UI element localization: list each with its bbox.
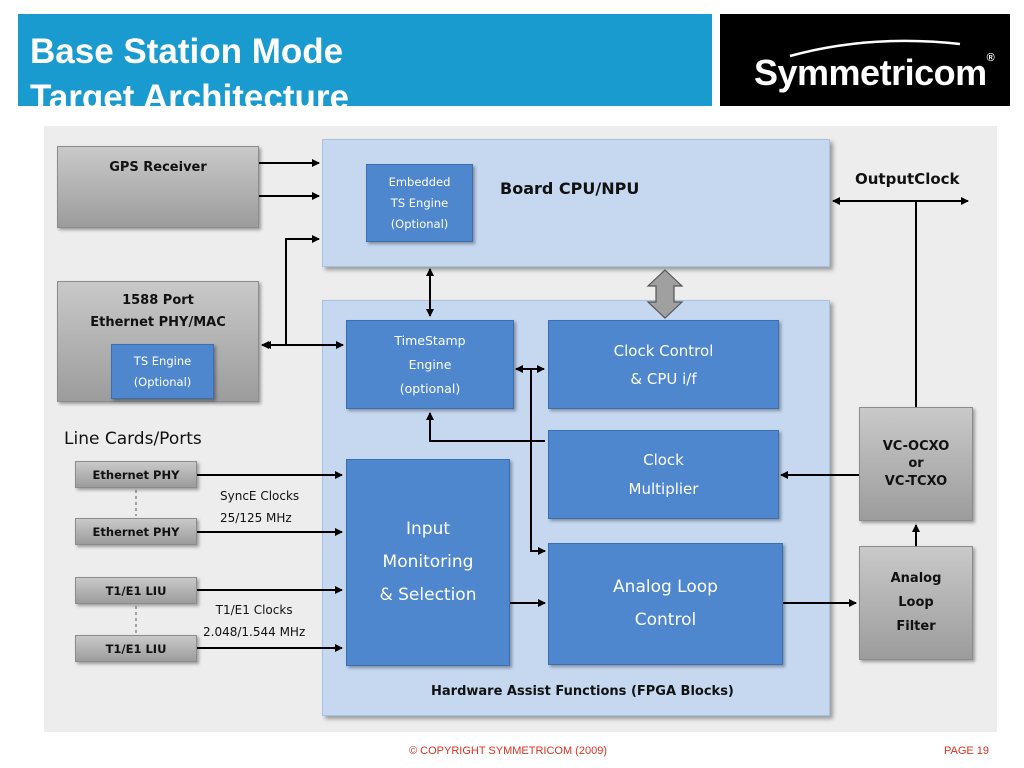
synce-label-line2: 25/125 MHz — [220, 511, 292, 525]
ethernet-phy-block-1: Ethernet PHY — [75, 461, 197, 488]
input-monitoring-label-line3: & Selection — [379, 585, 477, 605]
analog-loop-label-line2: Control — [634, 610, 697, 630]
t1e1-clocks-label-line1: T1/E1 Clocks — [215, 603, 293, 617]
t1e1-liu-block-2: T1/E1 LIU — [75, 635, 197, 662]
page-number: PAGE 19 — [944, 745, 990, 757]
embedded-label-line2: TS Engine — [390, 195, 449, 210]
board-cpu-label: Board CPU/NPU — [500, 179, 640, 198]
logo-swoosh-icon — [789, 39, 961, 58]
clock-control-label-line2: & CPU i/f — [630, 369, 697, 388]
input-monitoring-label-line2: Monitoring — [382, 552, 474, 572]
vcocxo-block: VC-OCXO or VC-TCXO — [859, 407, 973, 521]
ethernet-phy-label-1: Ethernet PHY — [92, 467, 180, 482]
alf-label-line3: Filter — [896, 619, 936, 634]
line-cards-label: Line Cards/Ports — [64, 429, 202, 449]
gps-receiver-block: GPS Receiver — [57, 146, 259, 228]
embedded-label-line3: (Optional) — [390, 216, 449, 231]
clock-control-label-line1: Clock Control — [613, 341, 714, 360]
timestamp-label-line3: (optional) — [399, 380, 461, 396]
clock-control-block: Clock Control & CPU i/f — [548, 320, 779, 409]
vcocxo-label-line2: or — [908, 456, 924, 471]
t1e1-clocks-label-line2: 2.048/1.544 MHz — [203, 625, 306, 639]
clock-multiplier-label-line2: Multiplier — [628, 479, 699, 498]
output-clock-label: OutputClock — [855, 170, 960, 188]
synce-label-line1: SyncE Clocks — [220, 489, 300, 503]
analog-loop-filter-block: Analog Loop Filter — [859, 546, 973, 660]
ethernet-phy-block-2: Ethernet PHY — [75, 518, 197, 545]
title-bar: Base Station Mode Target Architecture — [18, 14, 712, 117]
t1e1-clocks-label: T1/E1 Clocks 2.048/1.544 MHz — [203, 599, 305, 643]
synce-clocks-label: SyncE Clocks 25/125 MHz — [220, 485, 299, 529]
input-monitoring-label-line1: Input — [405, 519, 451, 539]
timestamp-label-line1: TimeStamp — [394, 332, 466, 348]
input-monitoring-block: Input Monitoring & Selection — [346, 459, 510, 666]
alf-label-line2: Loop — [898, 595, 934, 610]
ts-engine-label-line2: (Optional) — [133, 374, 192, 389]
vcocxo-label-line1: VC-OCXO — [882, 439, 950, 454]
ts-engine-label-line1: TS Engine — [133, 353, 192, 368]
timestamp-to-analog-loop-arrow — [530, 369, 546, 555]
copyright-footer: © COPYRIGHT SYMMETRICOM (2009) — [409, 745, 607, 757]
t1e1-liu-block-1: T1/E1 LIU — [75, 577, 197, 604]
embedded-ts-engine-block: Embedded TS Engine (Optional) — [366, 164, 473, 242]
hardware-assist-label: Hardware Assist Functions (FPGA Blocks) — [431, 684, 734, 699]
cpu-fpga-double-arrow-icon — [646, 269, 684, 319]
logo-text: Symmetricom — [754, 52, 987, 93]
analog-loop-control-block: Analog Loop Control — [548, 543, 783, 665]
embedded-label-line1: Embedded — [388, 174, 451, 189]
vcocxo-label-line3: VC-TCXO — [884, 474, 948, 489]
alf-label-line1: Analog — [890, 571, 942, 586]
port1588-to-cpu-arrow — [263, 235, 320, 349]
analog-loop-label-line1: Analog Loop — [613, 577, 718, 597]
timestamp-label-line2: Engine — [408, 356, 452, 372]
t1e1-liu-label-2: T1/E1 LIU — [105, 641, 167, 656]
clock-multiplier-block: Clock Multiplier — [548, 430, 779, 519]
logo-registered-mark: ® — [986, 52, 995, 64]
timestamp-engine-block: TimeStamp Engine (optional) — [346, 320, 514, 409]
page-title-line1: Base Station Mode — [30, 32, 344, 71]
timestamp-clockmult-arrow — [426, 412, 545, 442]
clock-multiplier-label-line1: Clock — [643, 450, 684, 469]
port-1588-label-line2: Ethernet PHY/MAC — [90, 315, 226, 330]
gps-receiver-label: GPS Receiver — [109, 159, 207, 175]
ts-engine-block: TS Engine (Optional) — [111, 344, 214, 399]
symmetricom-logo: Symmetricom® — [720, 14, 1010, 106]
port-1588-label-line1: 1588 Port — [122, 293, 194, 308]
ethernet-phy-label-2: Ethernet PHY — [92, 524, 180, 539]
page-title-line2: Target Architecture — [30, 78, 349, 117]
t1e1-liu-label-1: T1/E1 LIU — [105, 583, 167, 598]
